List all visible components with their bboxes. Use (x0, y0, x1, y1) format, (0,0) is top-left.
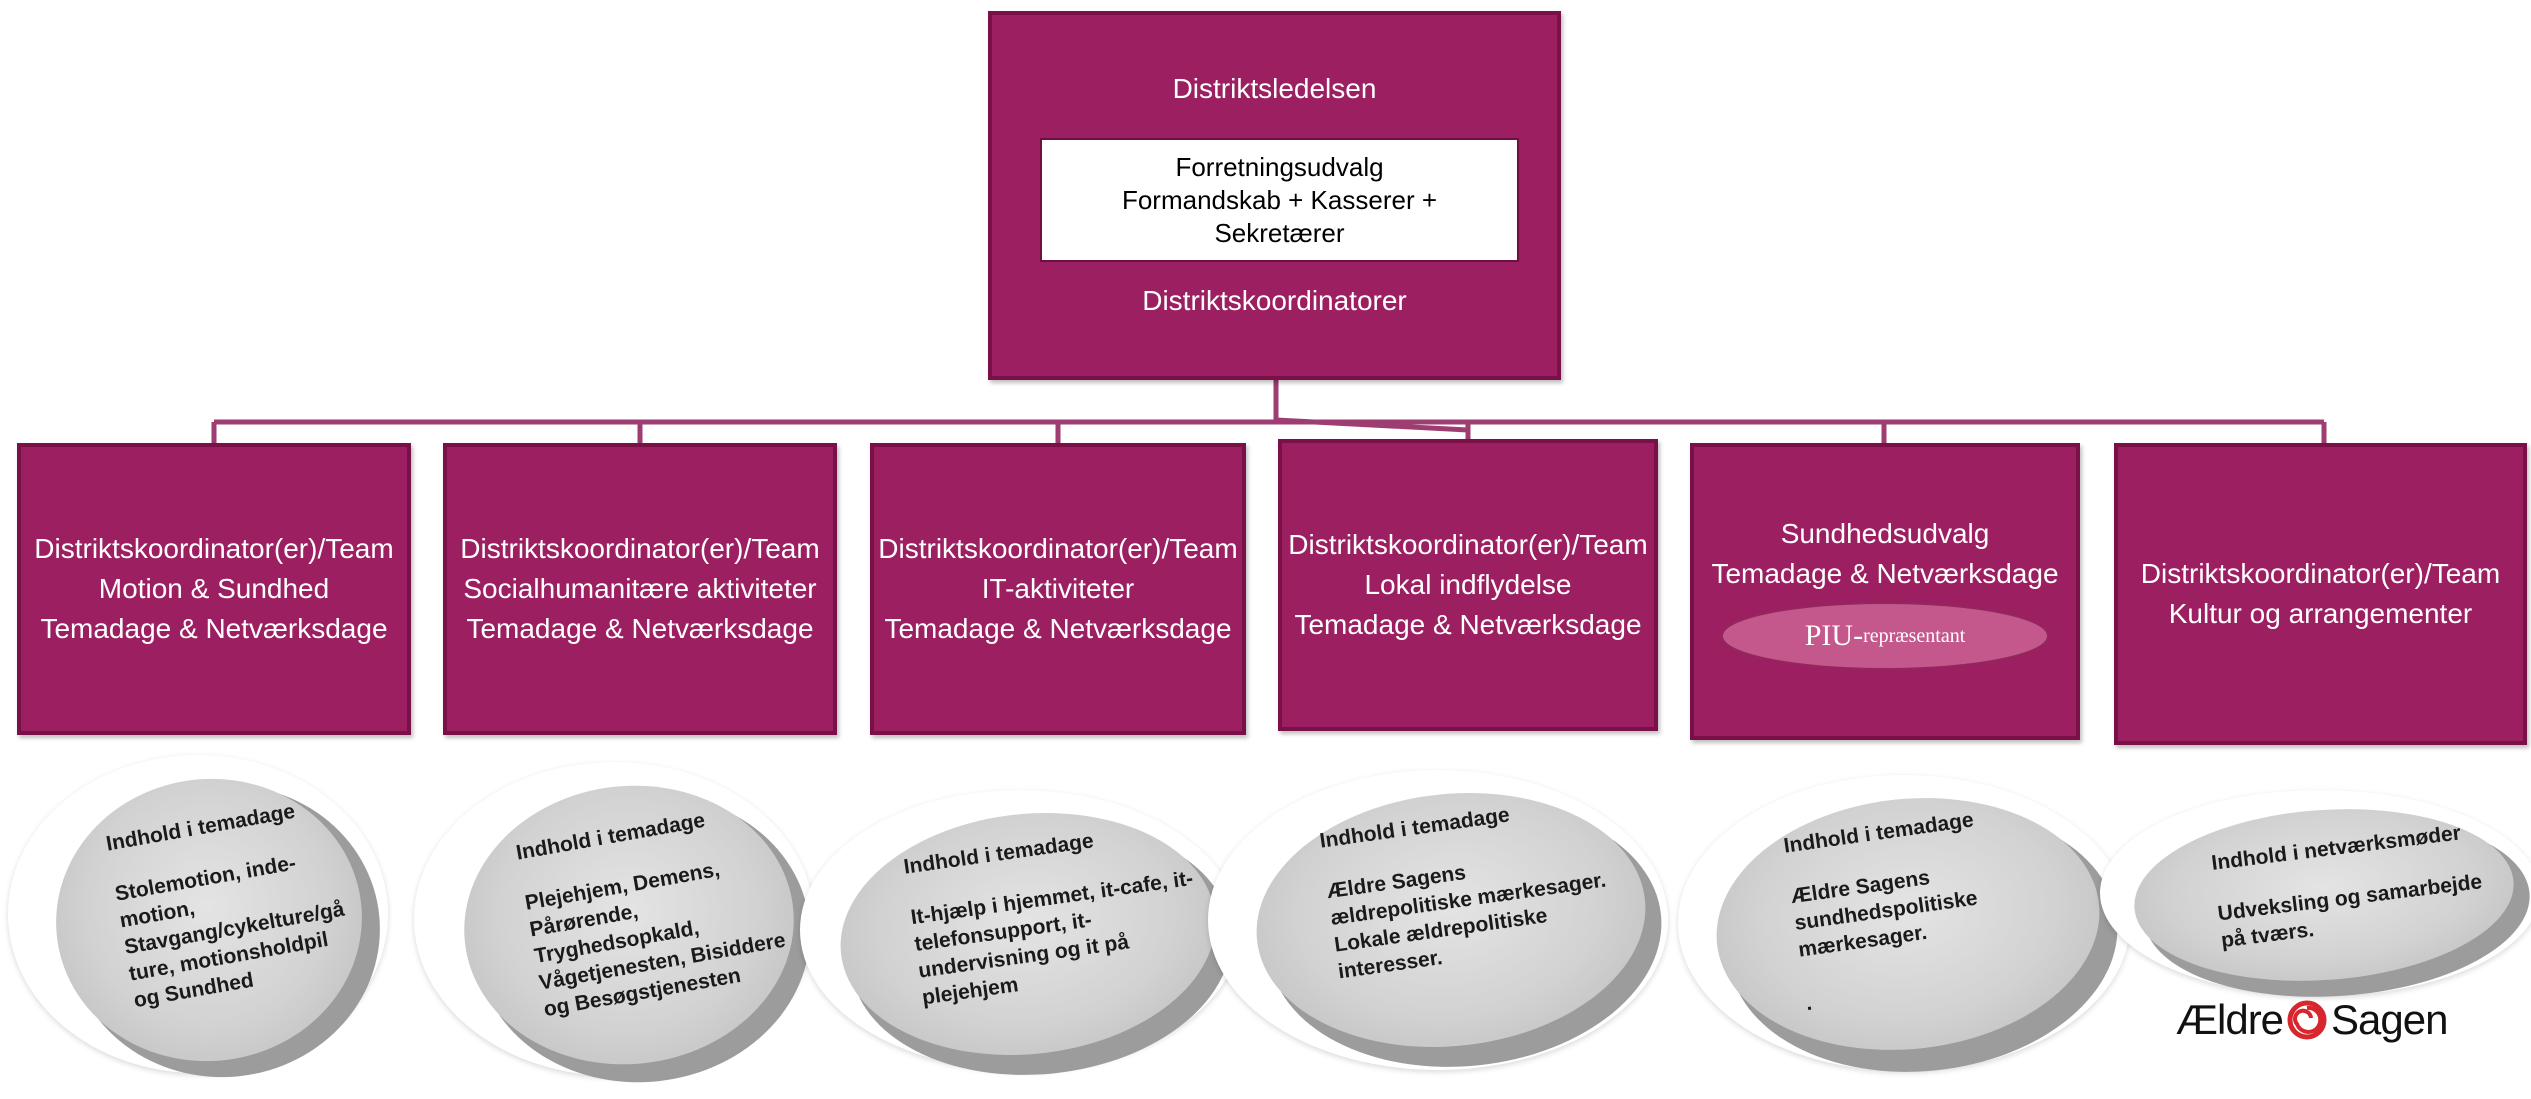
logo-text-left: Ældre (2176, 996, 2284, 1043)
executive-committee-line-1: Forretningsudvalg (1175, 151, 1384, 182)
piu-representative-badge: PIU- repræsentant (1721, 601, 2049, 670)
swirl-icon (2287, 1000, 2327, 1040)
content-oval-network: Indhold i netværksmøder Udveksling og sa… (2100, 790, 2531, 1010)
team-6-line-1: Distriktskoordinator(er)/Team (2140, 558, 2501, 589)
team-4-line-1: Distriktskoordinator(er)/Team (1288, 529, 1648, 560)
oval-5-body: Ældre Sagens sundhedspolitiske mærkesage… (1789, 865, 1979, 1016)
content-oval-it: Indhold i temadage It-hjælp i hjemmet, i… (800, 790, 1245, 1094)
team-2-line-1: Distriktskoordinator(er)/Team (460, 533, 820, 564)
aeldre-sagen-logo: Ældre Sagen (2176, 990, 2449, 1050)
coordinators-label: Distriktskoordinatorer (1142, 285, 1407, 316)
oval-1-text: Indhold i temadage Stolemotion, inde- mo… (104, 792, 356, 1014)
team-1-line-1: Distriktskoordinator(er)/Team (34, 533, 394, 564)
oval-5-text: Indhold i temadage Ældre Sagens sundheds… (1782, 806, 1997, 1017)
content-oval-motion: Indhold i temadage Stolemotion, inde- mo… (8, 755, 395, 1093)
executive-committee-line-3: Sekretærer (1214, 217, 1345, 248)
content-oval-social: Indhold i temadage Plejehjem, Demens, På… (414, 762, 825, 1099)
team-6-line-2: Kultur og arrangementer (2168, 598, 2473, 629)
content-oval-local-influence: Indhold i temadage Ældre Sagens ældrepol… (1208, 770, 1675, 1086)
team-5-line-1: Sundhedsudvalg (1780, 517, 1990, 549)
leadership-box: Distriktsledelsen Forretningsudvalg Form… (988, 11, 1561, 380)
team-2-line-3: Temadage & Netværksdage (466, 613, 814, 644)
team-box-local-influence: Distriktskoordinator(er)/Team Lokal indf… (1278, 439, 1658, 731)
team-4-line-3: Temadage & Netværksdage (1294, 609, 1642, 640)
team-3-line-2: IT-aktiviteter (981, 573, 1135, 604)
team-box-it: Distriktskoordinator(er)/Team IT-aktivit… (870, 443, 1246, 735)
team-3-line-1: Distriktskoordinator(er)/Team (878, 533, 1238, 564)
team-box-social: Distriktskoordinator(er)/Team Socialhuma… (443, 443, 837, 735)
team-1-line-3: Temadage & Netværksdage (40, 613, 388, 644)
team-5-line-2: Temadage & Netværksdage (1711, 557, 2059, 589)
team-box-culture: Distriktskoordinator(er)/Team Kultur og … (2114, 443, 2527, 745)
team-3-line-3: Temadage & Netværksdage (884, 613, 1232, 644)
content-oval-health: Indhold i temadage Ældre Sagens sundheds… (1678, 775, 2131, 1091)
connector-slant (1275, 417, 1469, 433)
team-4-line-2: Lokal indflydelse (1364, 569, 1572, 600)
piu-badge-big: PIU- (1804, 618, 1864, 652)
team-1-line-2: Motion & Sundhed (98, 573, 330, 604)
team-box-health-committee: Sundhedsudvalg Temadage & Netværksdage P… (1690, 443, 2080, 740)
piu-badge-small: repræsentant (1863, 624, 1966, 647)
leadership-title: Distriktsledelsen (1172, 73, 1377, 104)
executive-committee-box: Forretningsudvalg Formandskab + Kasserer… (1040, 138, 1519, 262)
logo-text-right: Sagen (2331, 996, 2448, 1043)
team-2-line-2: Socialhumanitære aktiviteter (463, 573, 817, 604)
team-box-motion: Distriktskoordinator(er)/Team Motion & S… (17, 443, 411, 735)
executive-committee-line-2: Formandskab + Kasserer + (1121, 184, 1438, 215)
